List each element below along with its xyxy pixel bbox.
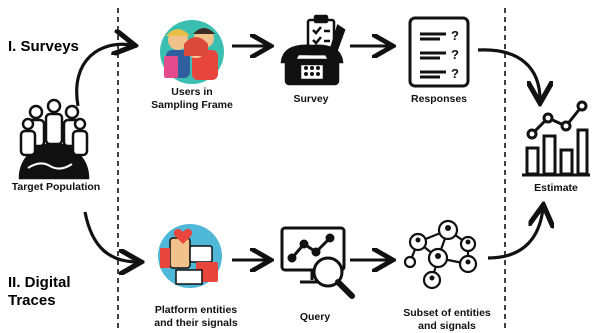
label-platform-line1: Platform entities [154, 304, 238, 316]
arrow-subset-to-estimate [487, 208, 543, 260]
users-group-icon [160, 20, 224, 84]
response-mark-1: ? [451, 28, 459, 43]
label-query: Query [299, 311, 331, 323]
response-mark-2: ? [451, 47, 459, 62]
responses-icon [408, 16, 470, 88]
section-title-digital-line1: II. Digital [8, 274, 71, 291]
target-population-icon [18, 98, 90, 180]
label-platform-line2: and their signals [154, 317, 238, 329]
label-estimate: Estimate [534, 182, 578, 194]
section-title-digital-line2: Traces [8, 292, 56, 309]
label-survey: Survey [293, 93, 329, 105]
query-monitor-icon [280, 226, 355, 299]
label-users-line1: Users in [171, 86, 213, 98]
label-responses: Responses [410, 93, 468, 105]
arrow-population-to-platform [83, 211, 138, 262]
label-subset-line1: Subset of entities [403, 307, 491, 319]
label-subset-line2: and signals [418, 320, 476, 332]
platform-entities-icon [158, 224, 222, 288]
subset-network-icon [403, 219, 478, 290]
section-title-surveys: I. Surveys [8, 38, 79, 55]
estimate-chart-icon [522, 100, 590, 177]
label-users-line2: Sampling Frame [151, 99, 233, 111]
arrow-responses-to-estimate [477, 48, 540, 100]
response-mark-3: ? [451, 66, 459, 81]
survey-phone-icon [280, 14, 346, 86]
label-target-population: Target Population [11, 181, 101, 193]
arrow-population-to-users [75, 44, 132, 107]
